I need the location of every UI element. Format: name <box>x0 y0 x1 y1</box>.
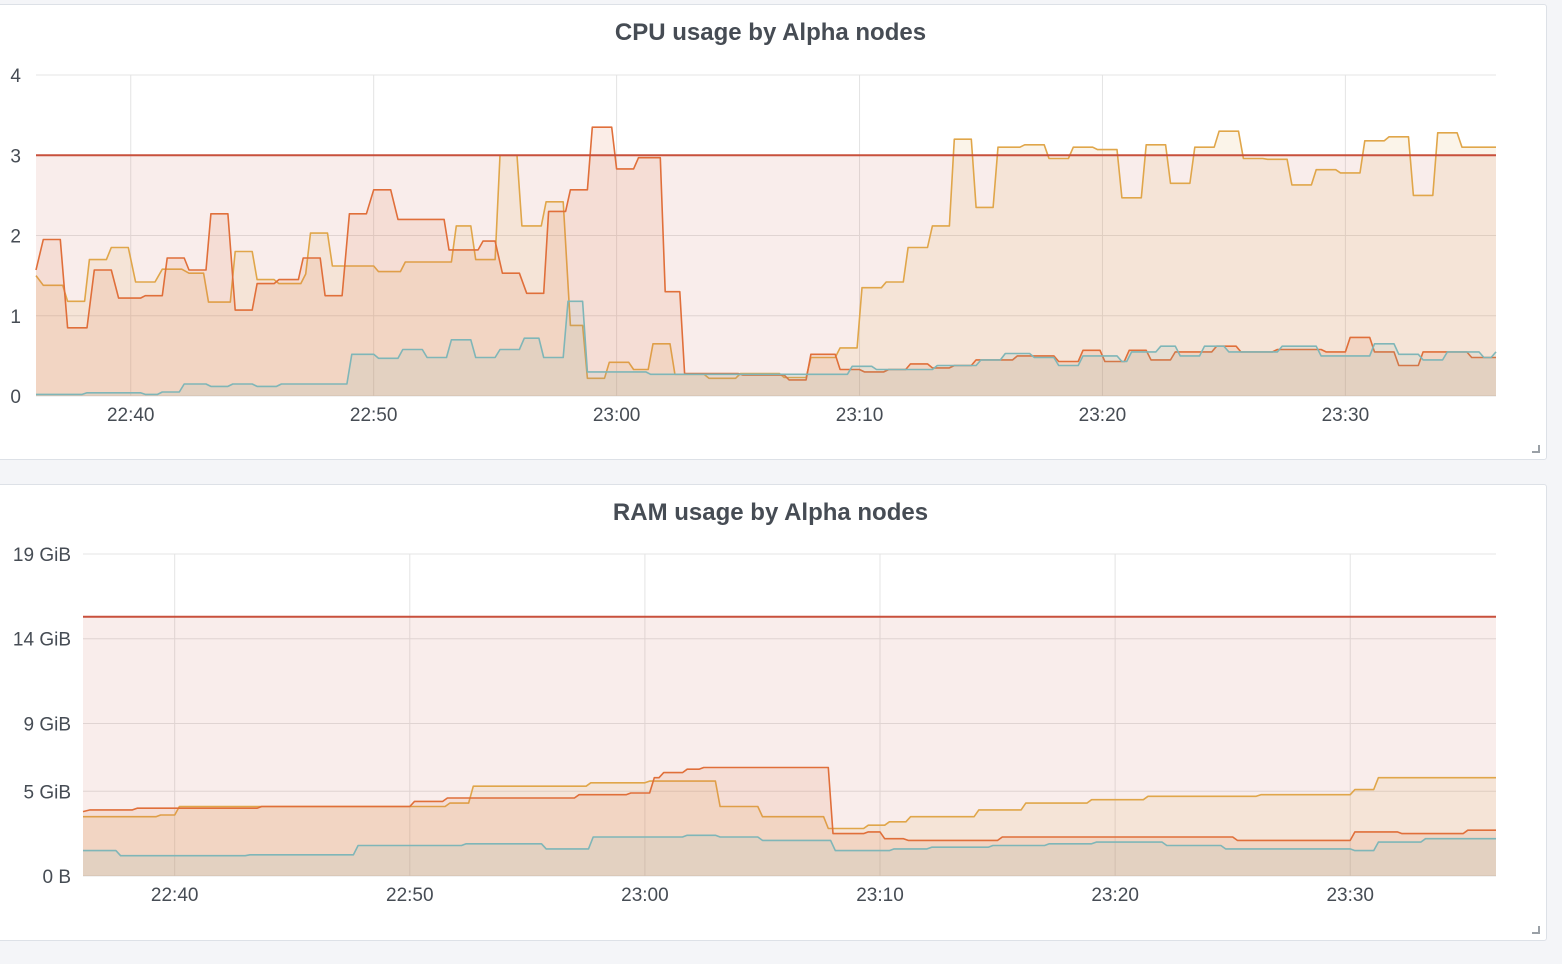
y-tick-label: 14 GiB <box>13 630 71 651</box>
y-tick-label: 19 GiB <box>13 545 71 566</box>
y-tick-label: 1 <box>10 307 21 328</box>
y-tick-label: 4 <box>10 66 21 87</box>
y-tick-label: 5 GiB <box>23 782 71 803</box>
ram-panel-resize-handle[interactable] <box>1532 926 1540 934</box>
y-tick-label: 0 <box>10 387 21 408</box>
threshold-area <box>36 155 1496 396</box>
x-tick-label: 23:00 <box>621 885 669 906</box>
x-tick-label: 22:50 <box>386 885 434 906</box>
series-2-line <box>36 300 1497 396</box>
y-tick-label: 0 B <box>42 867 71 888</box>
y-tick-label: 9 GiB <box>23 714 71 735</box>
y-tick-label: 2 <box>10 227 21 248</box>
series-0-area <box>83 777 1496 876</box>
x-tick-label: 23:10 <box>856 885 904 906</box>
cpu-chart[interactable]: 0 1 2 3 4 22:40 22:50 23:00 23:10 23:20 23:30 <box>0 5 1548 461</box>
x-tick-label: 23:30 <box>1326 885 1374 906</box>
x-tick-label: 22:40 <box>107 405 155 426</box>
series-1-line <box>82 766 1496 842</box>
cpu-chart-title[interactable]: CPU usage by Alpha nodes <box>614 19 927 46</box>
series-2-line <box>83 834 1496 857</box>
x-tick-label: 22:40 <box>151 885 199 906</box>
series-0-line <box>83 776 1496 830</box>
ram-chart[interactable]: 0 B 5 GiB 9 GiB 14 GiB 19 GiB 22:40 22:50 23:00… <box>0 485 1548 942</box>
x-tick-label: 23:00 <box>593 405 641 426</box>
x-tick-label: 23:20 <box>1091 885 1139 906</box>
series-1-area <box>83 767 1496 876</box>
cpu-panel-resize-handle[interactable] <box>1532 445 1540 453</box>
y-tick-label: 3 <box>10 146 21 167</box>
ram-chart-title[interactable]: RAM usage by Alpha nodes <box>612 499 929 526</box>
series-2-area <box>36 301 1496 396</box>
x-tick-label: 23:30 <box>1322 405 1370 426</box>
series-0-area <box>36 131 1496 396</box>
x-tick-label: 22:50 <box>350 405 398 426</box>
series-1-area <box>36 127 1496 396</box>
ram-panel: RAM usage by Alpha nodes 0 B 5 GiB 9 GiB 14… <box>0 484 1547 941</box>
threshold-area <box>83 616 1496 876</box>
cpu-panel: CPU usage by Alpha nodes 0 1 2 3 4 22:40 22:50… <box>0 4 1547 460</box>
x-tick-label: 23:10 <box>836 405 884 426</box>
x-tick-label: 23:20 <box>1079 405 1127 426</box>
series-2-area <box>83 835 1496 876</box>
